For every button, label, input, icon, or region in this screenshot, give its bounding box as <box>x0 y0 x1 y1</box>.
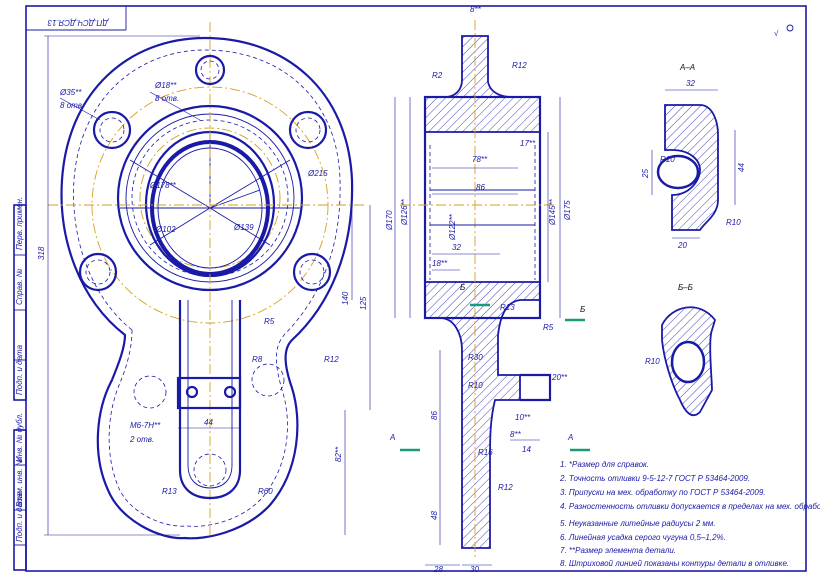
dim-125: 125 <box>359 296 368 310</box>
stamp-text-3: Подп. и дата <box>15 344 24 395</box>
aa-r10a: R10 <box>660 155 675 164</box>
front-view: 318 125 140 82** Ø35** 8 отв. Ø18** 8 от… <box>37 22 371 540</box>
aa-w20: 20 <box>677 241 687 250</box>
side-h86: 86 <box>430 411 439 420</box>
section-bb: Б–Б R10 <box>645 283 716 417</box>
dim-d18: Ø18** <box>154 81 177 90</box>
hub-outer <box>116 104 304 292</box>
dim-r5: R5 <box>264 317 275 326</box>
stamp-text-1: Перв. примен. <box>15 197 24 250</box>
note-2: 2. Точность отливки 9-5-12-7 ГОСТ Р 5346… <box>559 474 750 483</box>
arm-slot <box>178 300 242 500</box>
cut-a-right-label: А <box>567 433 573 442</box>
side-w8b: 8** <box>510 430 522 439</box>
dim-holes2: 2 отв. <box>129 435 154 444</box>
stamp-text-5: Взам. инв. № <box>15 457 24 507</box>
note-7: 7. **Размер элемента детали. <box>560 546 676 555</box>
note-1: 1. *Размер для справок. <box>560 460 649 469</box>
note-3: 3. Припуски на мех. обработку по ГОСТ Р … <box>560 488 766 497</box>
section-aa-title: А–А <box>679 63 695 72</box>
stamp-text-6: Подп. и дата <box>15 491 24 542</box>
note-4: 4. Разностенность отливки допускается в … <box>560 502 820 511</box>
side-w32: 32 <box>452 243 461 252</box>
aa-h44: 44 <box>737 163 746 172</box>
dim-holes8b: 8 отв. <box>155 94 179 103</box>
dim-d215: Ø215 <box>307 169 328 178</box>
side-d122: Ø122** <box>448 213 457 241</box>
aa-h25: 25 <box>641 169 650 179</box>
section-bb-title: Б–Б <box>678 283 693 292</box>
note-6: 6. Линейная усадка серого чугуна 0,5–1,2… <box>560 533 726 542</box>
cut-b-left-label: Б <box>460 283 465 292</box>
side-dimension-lines <box>394 97 561 566</box>
dim-140: 140 <box>341 291 350 305</box>
casting-contour <box>73 49 341 527</box>
side-r30: R30 <box>468 353 483 362</box>
section-aa: А–А 32 R10 25 44 R10 20 <box>641 63 746 250</box>
side-r13: R13 <box>500 303 515 312</box>
dim-d35: Ø35** <box>59 88 82 97</box>
boss-block <box>176 376 242 410</box>
side-bottom-flange <box>424 281 541 549</box>
side-h48: 48 <box>430 511 439 520</box>
side-r5: R5 <box>543 323 554 332</box>
side-view: R2 R12 8** 17** 78** 86 32 18** Ø170 Ø12… <box>385 5 585 574</box>
dim-holes8: 8 отв. <box>60 101 84 110</box>
dim-44: 44 <box>204 418 213 427</box>
side-r16: R16 <box>478 448 493 457</box>
dim-r60: R60 <box>258 487 273 496</box>
side-b30: 30 <box>470 565 479 574</box>
side-w78: 78** <box>472 155 488 164</box>
dim-d102: Ø102 <box>155 225 176 234</box>
dim-r12: R12 <box>324 355 339 364</box>
side-r12: R12 <box>512 61 527 70</box>
bolt-holes <box>78 54 332 292</box>
dim-d139: Ø139 <box>233 223 254 232</box>
cut-a-left-label: А <box>389 433 395 442</box>
front-dimension-lines <box>44 35 371 536</box>
dim-318: 318 <box>37 246 46 260</box>
dim-m6: М6-7Н** <box>130 421 161 430</box>
side-d170: Ø170 <box>385 210 394 231</box>
side-w20: 20** <box>551 373 568 382</box>
section-aa-shape <box>664 104 719 231</box>
side-w18: 18** <box>432 259 448 268</box>
sheet-frame <box>13 5 807 572</box>
technical-notes: 1. *Размер для справок. 2. Точность отли… <box>559 460 820 568</box>
roughness-mark: √ <box>774 24 794 38</box>
side-d145: Ø145** <box>548 198 557 226</box>
side-d175: Ø175 <box>563 200 572 221</box>
side-stamp: Перв. примен. Справ. № Подп. и дата Инв.… <box>15 197 24 542</box>
aa-w32: 32 <box>686 79 695 88</box>
dim-r13: R13 <box>162 487 177 496</box>
side-w10: 10** <box>515 413 531 422</box>
roughness-symbol: √ <box>774 29 779 38</box>
cut-b-marks <box>470 303 585 322</box>
bb-r10: R10 <box>645 357 660 366</box>
dim-r8: R8 <box>252 355 263 364</box>
side-boss <box>520 373 552 402</box>
dim-82: 82** <box>334 446 343 462</box>
side-w14: 14 <box>522 445 531 454</box>
note-5: 5. Неуказанные литейные радиусы 2 мм. <box>560 519 716 528</box>
side-w17: 17** <box>520 139 536 148</box>
stamp-text-4: Инв. № дубл. <box>15 413 24 462</box>
side-r10: R10 <box>468 381 483 390</box>
side-b28: 28 <box>433 565 443 574</box>
note-8: 8. Штриховой линией показаны контуры дет… <box>560 559 789 568</box>
flange-outline <box>60 36 354 540</box>
side-r12b: R12 <box>498 483 513 492</box>
side-top-flange <box>424 35 541 133</box>
side-d126: Ø126** <box>400 198 409 226</box>
side-w8: 8** <box>470 5 482 14</box>
cut-b-right-label: Б <box>580 305 585 314</box>
document-code: ДП.ДСЧ.ДСЯ.13 <box>47 18 109 27</box>
aa-r10b: R10 <box>726 218 741 227</box>
dim-d178: Ø178** <box>149 181 177 190</box>
side-w86: 86 <box>476 183 485 192</box>
side-r2: R2 <box>432 71 443 80</box>
stamp-text-2: Справ. № <box>15 268 24 305</box>
side-body <box>423 95 542 320</box>
